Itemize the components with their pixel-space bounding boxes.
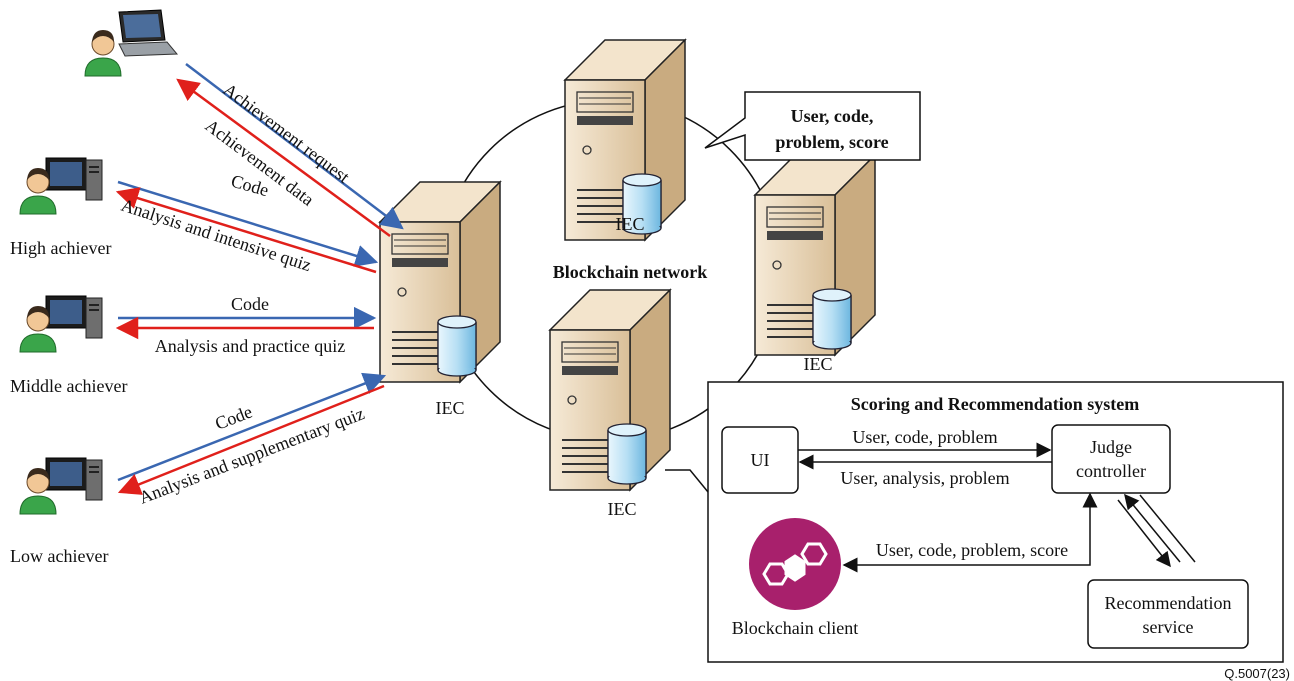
rec-line2: service [1143,617,1194,637]
middle-analysis-text: Analysis and practice quiz [155,336,345,356]
iec-server-right: IEC [754,154,876,374]
judge-controller-box: Judge controller [1051,424,1171,494]
judge-client-arrow [842,492,1098,573]
low-analysis-arrow [117,384,385,495]
laptop-user [84,9,178,77]
iec-label: IEC [436,398,465,418]
high-analysis-arrow [115,187,377,274]
middle-code-text: Code [231,294,269,314]
rec-line1: Recommendation [1105,593,1232,613]
rec-to-judge-arrow [1117,499,1171,568]
network-title: Blockchain network [553,262,708,282]
high-achiever-label: High achiever [10,238,111,258]
low-achiever-label: Low achiever [10,546,108,566]
middle-achiever-label: Middle achiever [10,376,127,396]
data-callout: User, code, problem, score [704,91,921,161]
achievement-request-arrow [185,63,404,230]
blockchain-client: Blockchain client [732,518,858,638]
server-system-link [665,469,709,493]
iec-server-bottom: IEC [549,289,671,519]
msg-ui-to-judge: User, code, problem [852,427,997,447]
judge-line2: controller [1076,461,1146,481]
high-analysis-text: Analysis and intensive quiz [119,195,314,275]
iec-label: IEC [616,214,645,234]
recommendation-service-box: Recommendation service [1087,579,1249,649]
high-code-arrow [117,180,379,267]
iec-server-main: IEC [379,181,501,418]
achievement-data-arrow [176,78,391,238]
msg-judge-to-ui: User, analysis, problem [840,468,1009,488]
iec-server-top: IEC [564,39,686,241]
low-code-arrow [117,372,387,482]
system-title: Scoring and Recommendation system [851,394,1140,414]
judge-line1: Judge [1090,437,1132,457]
hexagon-chain-icon [762,542,828,586]
figure-id: Q.5007(23) [1224,666,1290,681]
judge-rec-arrow-line [1139,494,1196,563]
high-achiever: High achiever [10,157,111,258]
low-achiever: Low achiever [10,457,108,566]
middle-achiever: Middle achiever [10,295,127,396]
iec-label: IEC [804,354,833,374]
blockchain-client-label: Blockchain client [732,618,858,638]
iec-label: IEC [608,499,637,519]
callout-line2: problem, score [775,132,888,152]
callout-line1: User, code, [791,106,874,126]
ui-box: UI [721,426,799,494]
ui-label: UI [751,450,770,470]
msg-judge-to-client: User, code, problem, score [876,540,1068,560]
